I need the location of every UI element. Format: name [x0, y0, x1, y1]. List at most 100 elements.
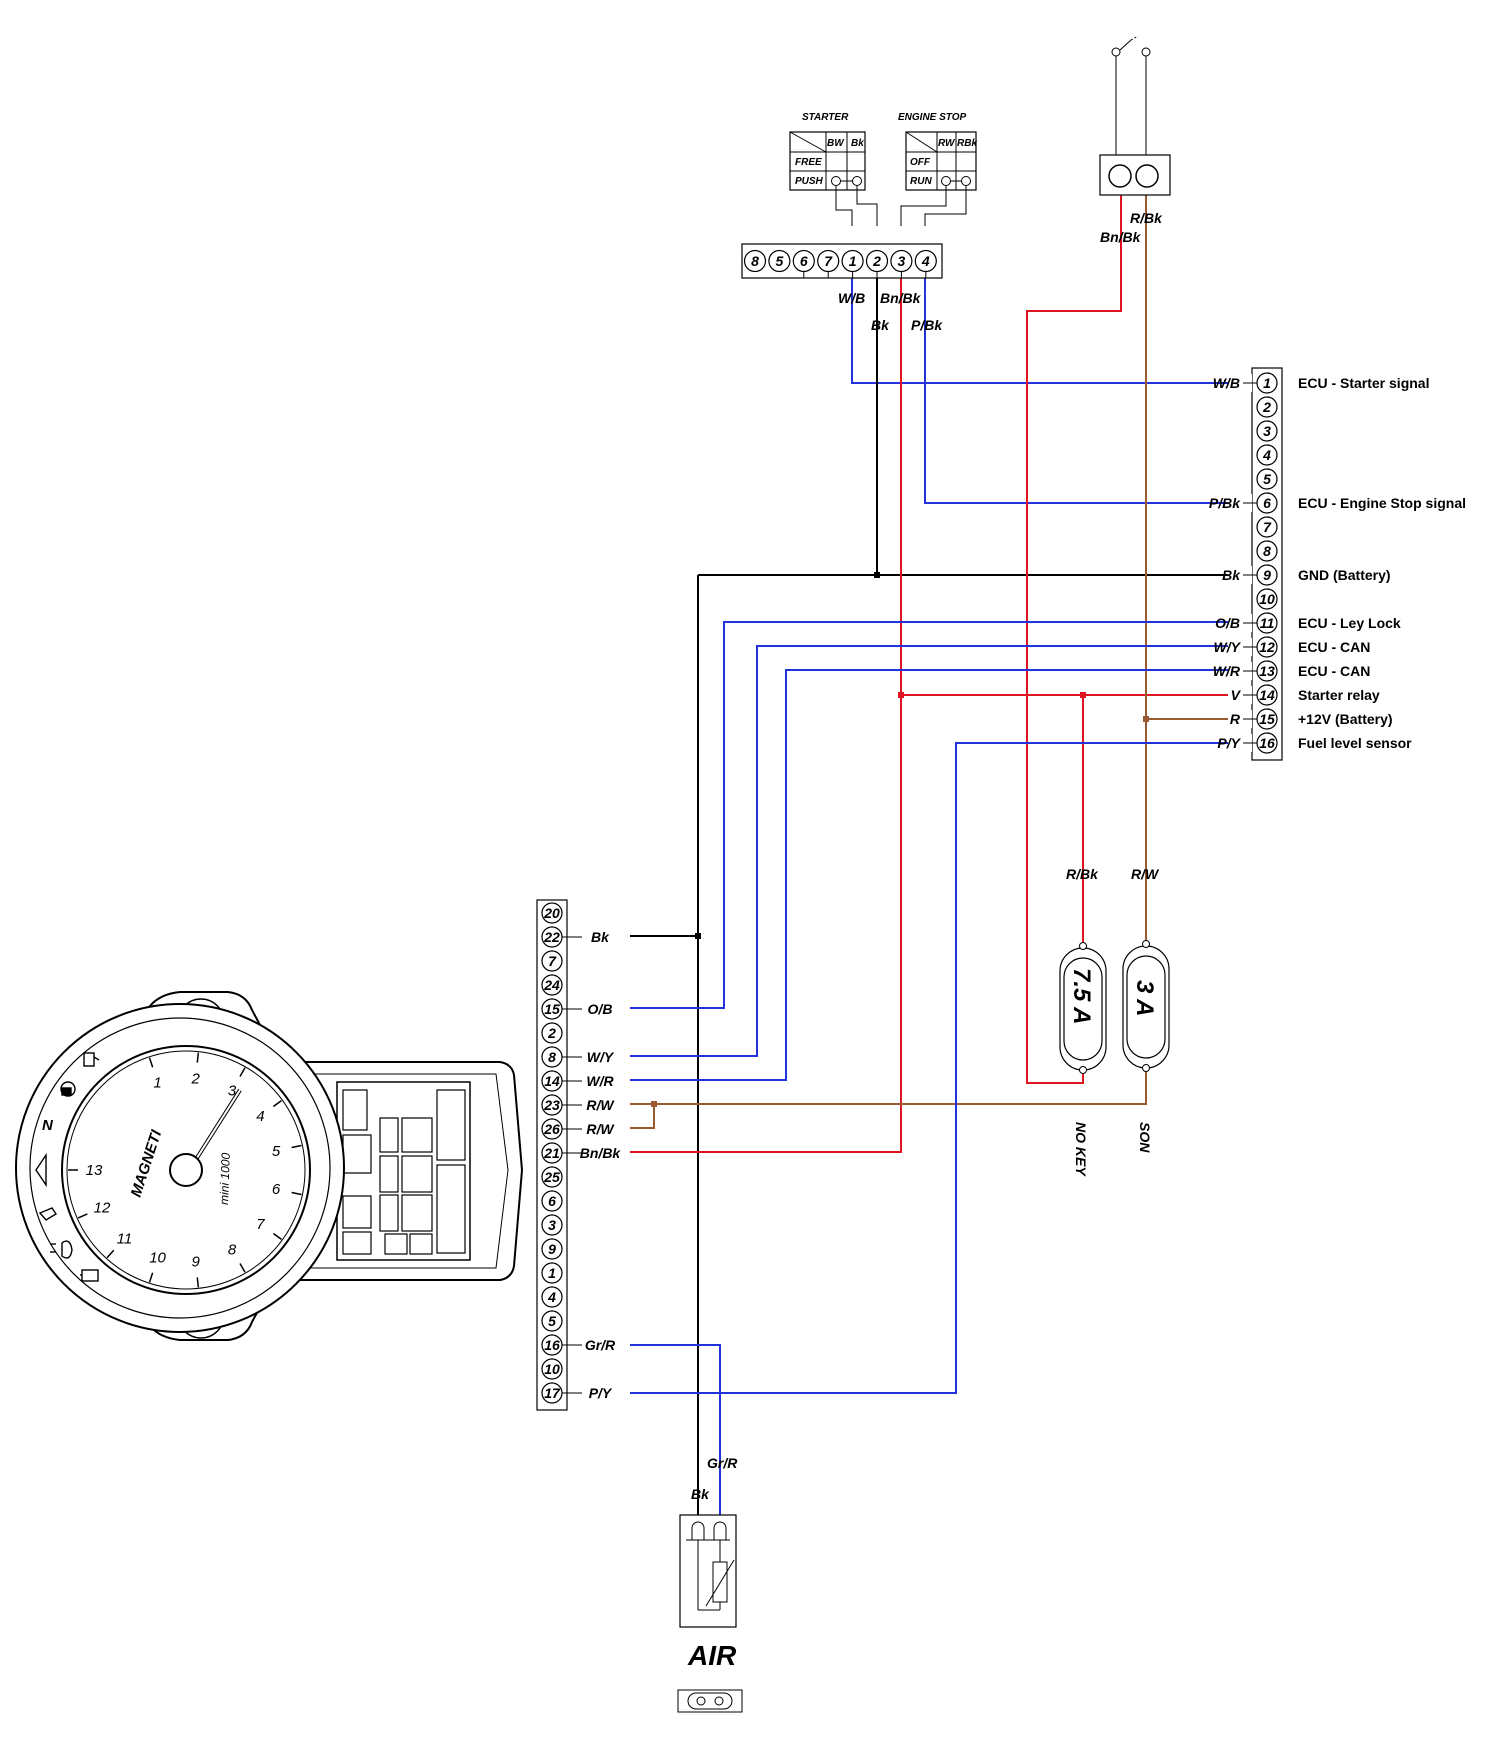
dial-tick [239, 1067, 246, 1077]
wire-py [612, 742, 1252, 1394]
ecu-pin-wire-label: P/Bk [1209, 495, 1241, 511]
top-connector-pin [865, 249, 889, 273]
wire-wb-starter [851, 268, 1252, 384]
neutral-icon: N [42, 1117, 54, 1134]
ecu-pin-number: 8 [1263, 543, 1271, 559]
wire-rw-son [612, 1068, 1147, 1105]
dash-connector-pin [541, 974, 563, 996]
dial-tick [106, 1249, 115, 1259]
dial-tick [272, 1232, 282, 1240]
warning-lights: N [35, 1052, 100, 1282]
dash-pin-wire-label: R/W [586, 1097, 615, 1113]
ecu-pin-number: 12 [1259, 639, 1275, 655]
dial-number: 10 [149, 1249, 166, 1266]
dash-pin-number: 26 [543, 1121, 560, 1137]
ecu-pin-description: ECU - CAN [1298, 663, 1370, 679]
engine-stop-col-rw: RW [938, 138, 956, 149]
ecu-connector-pin [1256, 420, 1278, 442]
fuse-3a-name: SON [1137, 1122, 1153, 1153]
ecu-pin-number: 5 [1263, 471, 1271, 487]
dash-pin-number: 10 [544, 1361, 560, 1377]
dial-hub [169, 1153, 203, 1187]
air-connector-icon [677, 1689, 743, 1713]
ecu-pin-wire-label: V [1231, 687, 1242, 703]
air-sensor: Bk Gr/R AIR [677, 1455, 743, 1713]
top-connector-pin [817, 249, 840, 273]
dash-pin-number: 4 [547, 1289, 556, 1305]
dial-number: 4 [256, 1108, 264, 1125]
ecu-pin-number: 4 [1262, 447, 1271, 463]
dial-number: 6 [272, 1181, 281, 1198]
dial-tick [291, 1144, 302, 1149]
dash-pin-number: 21 [543, 1145, 560, 1161]
dial-tick [148, 1272, 154, 1283]
dash-pin-number: 3 [548, 1217, 556, 1233]
dash-pin-number: 20 [543, 905, 560, 921]
starter-title: STARTER [802, 112, 849, 123]
ecu-connector-pin [1256, 540, 1278, 562]
ecu-pin-description: ECU - Starter signal [1298, 375, 1429, 391]
lock-icon [60, 1081, 76, 1097]
ecu-pin-wire-label: P/Y [1217, 735, 1241, 751]
key-label-rbk: R/Bk [1130, 210, 1163, 226]
dash-pin-wire-label: O/B [588, 1001, 613, 1017]
dash-connector-pin [541, 1310, 563, 1332]
dash-connector-pin [541, 1262, 563, 1284]
dash-connector-pin [541, 1358, 563, 1380]
wire-wr [612, 669, 1252, 1081]
dial-tick [291, 1191, 302, 1196]
dial-number: 7 [256, 1216, 265, 1233]
lcd-screen [336, 1081, 471, 1261]
dash-pin-wire-label: W/R [586, 1073, 614, 1089]
ecu-pin-description: ECU - Ley Lock [1298, 615, 1401, 631]
ecu-pin-wire-label: W/R [1213, 663, 1241, 679]
dial-tick [196, 1277, 200, 1288]
wire-bnbk-dash [630, 268, 902, 1153]
ecu-connector-pin [1256, 468, 1278, 490]
dash-pin-number: 9 [548, 1241, 556, 1257]
ecu-pin-number: 16 [1259, 735, 1275, 751]
air-label-grr: Gr/R [707, 1455, 738, 1471]
wire-bnbk-key [1026, 195, 1122, 1084]
fuse-3a-wire-label: R/W [1131, 866, 1160, 882]
ecu-pin-number: 1 [1263, 375, 1271, 391]
ecu-pin-number: 15 [1259, 711, 1275, 727]
dial-number: 13 [86, 1162, 103, 1179]
dash-pin-number: 23 [543, 1097, 560, 1113]
ecu-pin-number: 6 [1263, 495, 1271, 511]
handlebar-switches: STARTER BW Bk FREE PUSH ENGINE STOP [789, 112, 977, 226]
ecu-pin-number: 2 [1262, 399, 1271, 415]
air-title: AIR [687, 1640, 737, 1671]
engine-stop-row-run: RUN [910, 176, 932, 187]
ecu-pin-description: +12V (Battery) [1298, 711, 1393, 727]
engine-stop-title: ENGINE STOP [898, 112, 966, 123]
starter-switch-table: BW Bk FREE PUSH [789, 131, 866, 191]
dash-connector-pin [541, 902, 563, 924]
wire-grr [612, 1344, 721, 1522]
dial-tick [196, 1052, 200, 1063]
ecu-pin-number: 14 [1259, 687, 1275, 703]
ecu-connector-pin [1256, 444, 1278, 466]
lcd-segments [342, 1089, 466, 1255]
dash-pin-number: 17 [544, 1385, 561, 1401]
ecu-connector-pin [1256, 396, 1278, 418]
dash-pin-number: 8 [548, 1049, 556, 1065]
wire-pbk-engine-stop [924, 268, 1252, 504]
ecu-pin-number: 11 [1260, 615, 1275, 631]
fuse-7-5a-name: NO KEY [1073, 1122, 1089, 1177]
dash-pin-number: 24 [543, 977, 560, 993]
dial-number: 8 [228, 1242, 237, 1259]
top-connector-pin [743, 249, 767, 273]
model-logo: mini 1000 [217, 1152, 233, 1205]
ecu-connector-pin [1256, 588, 1278, 610]
dial-tick [148, 1057, 154, 1068]
engine-stop-row-off: OFF [910, 157, 931, 168]
starter-col-bk: Bk [851, 138, 864, 149]
dash-pin-wire-label: W/Y [587, 1049, 615, 1065]
dial-number: 12 [94, 1199, 111, 1216]
dial-number: 9 [191, 1253, 200, 1270]
ecu-pin-wire-label: W/Y [1214, 639, 1242, 655]
